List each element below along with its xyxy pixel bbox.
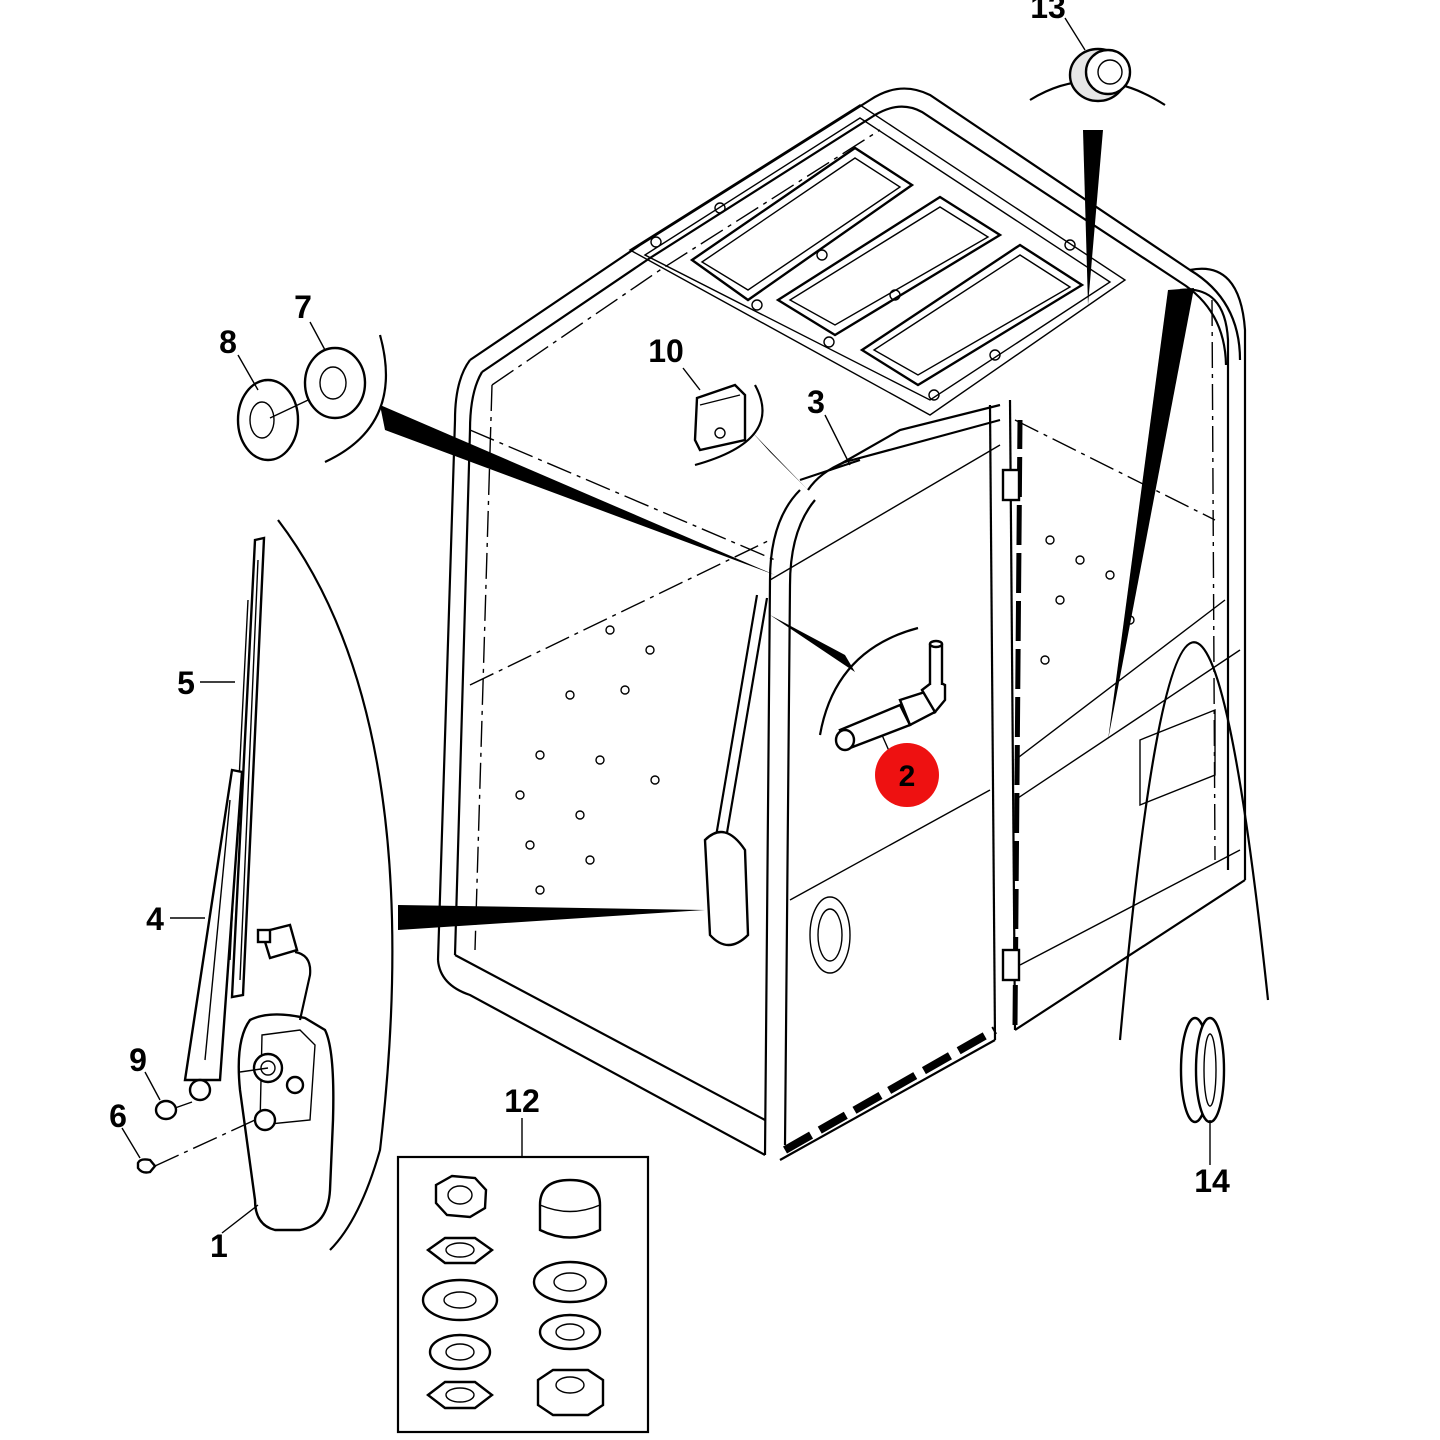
leader-lines [121,17,1211,1234]
callout-9: 9 [129,1042,147,1078]
kit-jam-nut-1 [425,1236,495,1265]
kit-flat-washer-4 [538,1313,602,1351]
part-6-cap [136,1158,157,1174]
callout-8: 8 [219,324,237,360]
pointer-wedges [380,130,1194,930]
kit-jam-nut-2 [426,1380,494,1410]
cab-mounted-wiper [703,594,769,947]
kit-flat-washer-3 [532,1260,608,1304]
callout-7: 7 [294,289,312,325]
callout-5: 5 [177,665,195,701]
part-13-grommet [1068,47,1132,103]
roof-window-1 [689,146,915,302]
pointer-1-wiper [398,905,705,930]
roof-bolts [650,202,1076,401]
roof-window-2 [775,195,1003,337]
part-5-wiper-blade [229,536,266,999]
kit-flat-washer-1 [421,1278,499,1322]
callout-1: 1 [210,1228,228,1264]
part-8-washer [236,378,300,462]
part-1-wiper-motor [237,923,335,1232]
kit-locknut [434,1174,488,1219]
detail-arcs [277,80,1270,1251]
cab-frame [436,87,1247,1161]
pointer-7-8 [380,405,775,575]
part-9-cap [154,1099,178,1121]
callout-3: 3 [807,384,825,420]
callout-6: 6 [109,1098,127,1134]
pointer-2 [770,615,855,672]
part-4-wiper-arm [183,768,244,1102]
part-2-washer-nozzle [834,639,947,752]
roof-window-3 [859,243,1085,387]
callout-2-highlight-circle [875,743,939,807]
callout-14: 14 [1194,1163,1230,1199]
pointer-13 [1083,130,1103,305]
callout-12: 12 [504,1083,540,1119]
callout-2: 2 [899,760,916,793]
part-10-clip [693,383,747,452]
callout-13: 13 [1030,0,1066,25]
interior-rivets [515,535,1135,895]
pointer-10 [752,432,808,490]
kit-acorn-cap [538,1178,602,1239]
callout-4: 4 [146,901,164,937]
part-12-hardware-box [396,1155,650,1434]
kit-hex-nut [536,1368,605,1417]
pointer-14 [1108,288,1194,740]
kit-flat-washer-2 [428,1333,492,1371]
part-7-washer [303,346,367,420]
callout-labels: 1 2 3 4 5 6 7 8 9 10 12 13 14 [109,0,1230,1264]
part-14-seal [1179,1016,1226,1124]
callout-10: 10 [648,333,684,369]
